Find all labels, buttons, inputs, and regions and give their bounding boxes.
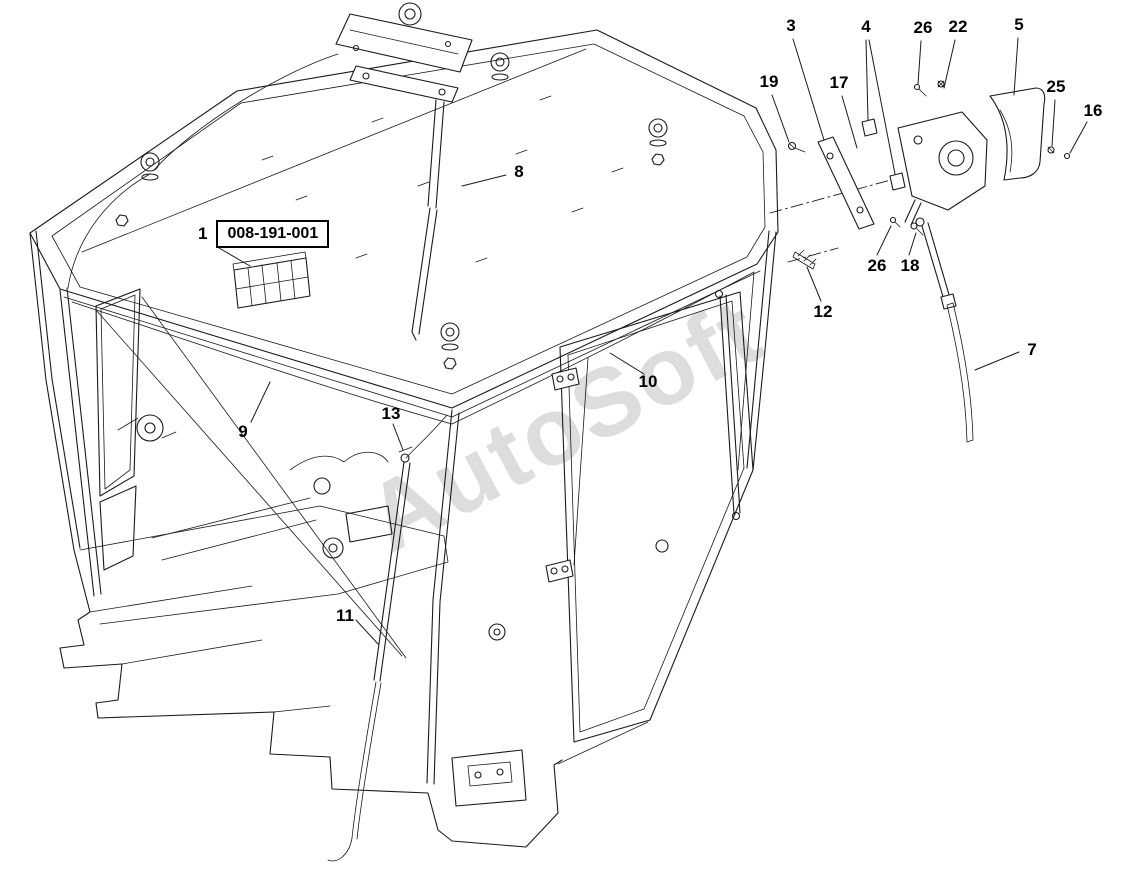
callout-18: 18	[900, 256, 920, 275]
callout-7: 7	[1027, 340, 1037, 359]
cab-floor	[59, 549, 649, 848]
callout-25: 25	[1046, 77, 1066, 96]
centerlines	[769, 177, 899, 263]
callout-8: 8	[514, 162, 524, 181]
callout-17: 17	[829, 73, 849, 92]
cab-door	[545, 230, 777, 743]
callout-19: 19	[759, 72, 779, 91]
roof-eyebolts	[115, 52, 668, 370]
callout-11: 11	[336, 606, 354, 625]
cab-front	[59, 287, 589, 785]
part-number-label: 1 008-191-001	[198, 220, 330, 248]
front-wiper-assembly	[153, 2, 473, 341]
callout-16: 16	[1083, 101, 1103, 120]
callout-22: 22	[948, 17, 968, 36]
leader-lines	[218, 37, 1088, 645]
callout-3: 3	[786, 16, 796, 35]
callout-13: 13	[381, 404, 401, 423]
callout-9: 9	[238, 422, 248, 441]
callout-10: 10	[638, 372, 658, 391]
callout-5: 5	[1014, 15, 1024, 34]
callout-4: 4	[861, 17, 871, 36]
callout-26-bottom: 26	[867, 256, 887, 275]
washer-hose	[67, 173, 755, 471]
front-wiper-arm	[327, 446, 413, 862]
callout-26-top: 26	[913, 18, 933, 37]
part-number-box[interactable]: 008-191-001	[216, 220, 330, 248]
callout-12: 12	[813, 302, 833, 321]
rear-wiper-parts	[787, 80, 1071, 443]
cab-body-left	[29, 230, 177, 571]
part-number-callout: 1	[198, 224, 208, 243]
fuse-block	[232, 251, 311, 309]
